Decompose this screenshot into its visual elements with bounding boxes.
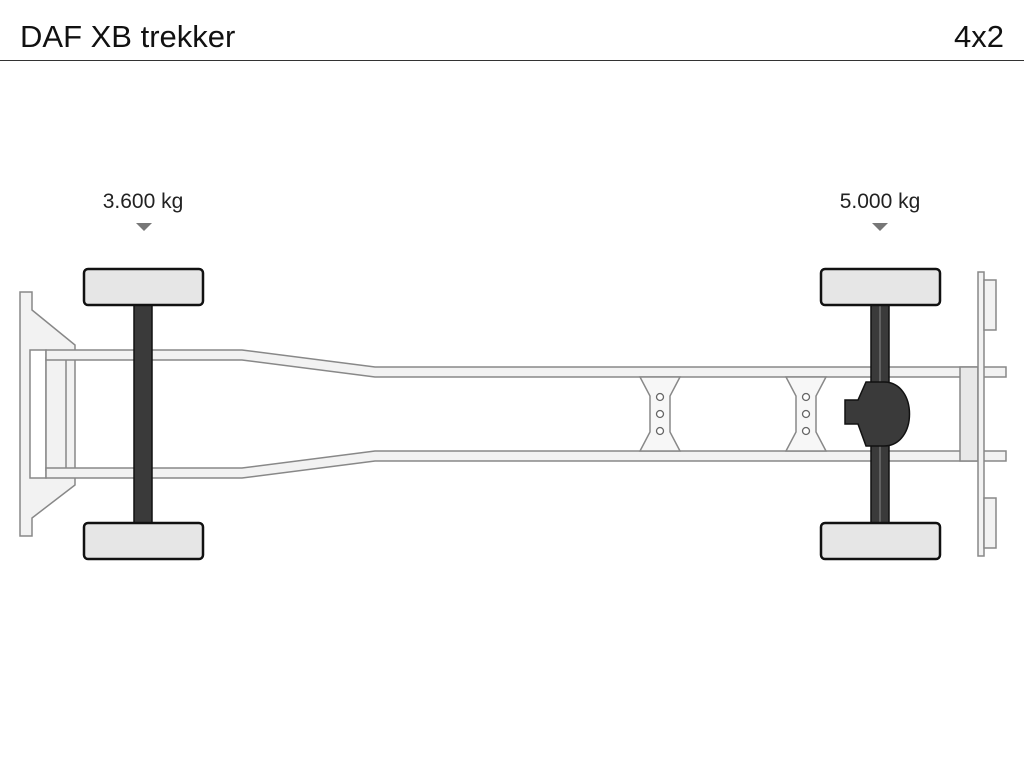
differential-housing-icon xyxy=(844,381,911,447)
axle-configuration: 4x2 xyxy=(954,19,1004,54)
rear-axle: 5.000 kg xyxy=(819,190,942,561)
rear-right-wheel xyxy=(819,521,942,561)
rear-axle-load: 5.000 kg xyxy=(840,190,921,213)
front-axle: 3.600 kg xyxy=(82,190,205,561)
cross-member-1 xyxy=(638,376,682,452)
front-right-wheel xyxy=(82,521,205,561)
rear-left-wheel xyxy=(819,267,942,307)
front-axle-beam xyxy=(133,299,153,529)
vehicle-title: DAF XB trekker xyxy=(20,19,236,54)
cross-member-2 xyxy=(784,376,828,452)
front-axle-marker-icon xyxy=(136,223,152,231)
chassis-frame xyxy=(45,349,1007,479)
front-axle-load: 3.600 kg xyxy=(103,190,184,213)
front-left-wheel xyxy=(82,267,205,307)
front-bumper xyxy=(19,291,76,537)
header-bar: DAF XB trekker 4x2 xyxy=(0,0,1024,61)
rear-bumper xyxy=(977,271,997,557)
rear-cross-member xyxy=(959,366,979,462)
rear-axle-marker-icon xyxy=(872,223,888,231)
